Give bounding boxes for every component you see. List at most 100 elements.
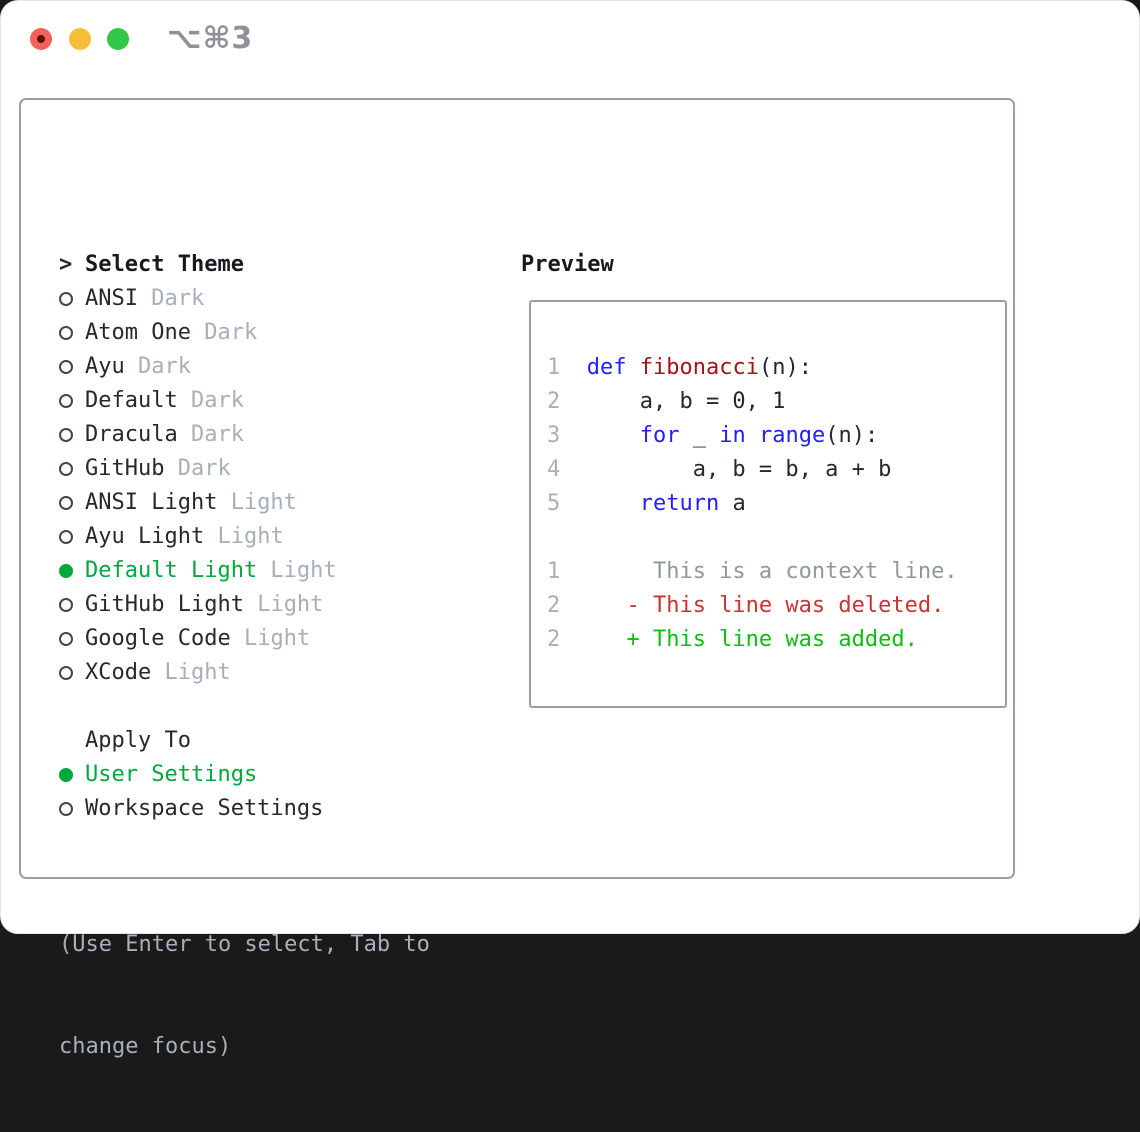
code-token: range (758, 423, 826, 448)
option-label: Ayu Light (85, 524, 205, 549)
theme-option-atom-one-dark[interactable]: Atom One Dark (59, 316, 430, 350)
prompt-caret: > (59, 252, 73, 277)
radio-icon (59, 666, 73, 680)
theme-variant-label: Light (217, 490, 297, 515)
radio-icon (59, 598, 73, 612)
prompt-cell: > (59, 248, 85, 282)
diff-line-context: 1 This is a context line. (547, 555, 1005, 589)
option-label: Ayu (85, 354, 125, 379)
radio-icon (59, 292, 73, 306)
theme-option-xcode-light[interactable]: XCode Light (59, 656, 430, 690)
theme-option-ansi-dark[interactable]: ANSI Dark (59, 282, 430, 316)
apply-option-user-settings[interactable]: User Settings (59, 758, 430, 792)
theme-variant-label: Dark (190, 320, 258, 345)
radio-icon (59, 326, 73, 340)
radio-icon (59, 632, 73, 646)
code-token: fibonacci (639, 355, 759, 380)
code-token (626, 355, 639, 380)
theme-list-header: > Select Theme (59, 248, 430, 282)
line-number: 5 (547, 491, 561, 516)
theme-variant-label: Light (204, 524, 284, 549)
option-label: Dracula (85, 422, 178, 447)
apply-to-title: Apply To (85, 728, 191, 753)
code-token: (n): (758, 355, 812, 380)
maximize-button[interactable] (107, 28, 129, 50)
close-button[interactable] (30, 28, 52, 50)
radio-icon (59, 428, 73, 442)
theme-option-ansi-light-light[interactable]: ANSI Light Light (59, 486, 430, 520)
radio-cell (59, 598, 85, 612)
radio-icon (59, 360, 73, 374)
radio-icon (59, 802, 73, 816)
theme-variant-label: Light (151, 660, 231, 685)
code-token: def (586, 355, 627, 380)
code-line: 5 return a (547, 487, 1005, 521)
hint-line-1: (Use Enter to select, Tab to (59, 932, 430, 957)
option-label: ANSI Light (85, 490, 218, 515)
theme-variant-label: Dark (177, 422, 244, 447)
option-label: Default (85, 388, 178, 413)
theme-option-dracula-dark[interactable]: Dracula Dark (59, 418, 430, 452)
radio-cell (59, 462, 85, 476)
diff-text: - This line was deleted. (586, 593, 945, 618)
theme-variant-label: Dark (137, 286, 205, 311)
radio-selected-icon (59, 768, 73, 782)
theme-variant-label: Light (243, 592, 324, 617)
radio-cell (59, 394, 85, 408)
option-label: Atom One (85, 320, 191, 345)
line-number: 2 (547, 627, 561, 652)
code-token (746, 423, 759, 448)
code-line: 4 a, b = b, a + b (547, 453, 1005, 487)
theme-option-github-dark[interactable]: GitHub Dark (59, 452, 430, 486)
option-label: Workspace Settings (85, 796, 324, 821)
radio-icon (59, 530, 73, 544)
spacer (59, 690, 430, 724)
radio-cell (59, 666, 85, 680)
theme-variant-label: Light (230, 626, 311, 651)
radio-icon (59, 496, 73, 510)
hint-line-2: change focus) (59, 1034, 232, 1059)
option-label: Default Light (85, 558, 258, 583)
apply-option-workspace-settings[interactable]: Workspace Settings (59, 792, 430, 826)
diff-text: + This line was added. (586, 627, 918, 652)
line-number: 1 (547, 559, 561, 584)
theme-option-default-light-light[interactable]: Default Light Light (59, 554, 430, 588)
theme-variant-label: Dark (177, 388, 244, 413)
theme-option-google-code-light[interactable]: Google Code Light (59, 622, 430, 656)
theme-variant-label: Light (257, 558, 337, 583)
option-label: XCode (85, 660, 152, 685)
spacer (59, 826, 430, 860)
code-token: a, b = b, a + b (586, 457, 892, 482)
option-label: ANSI (85, 286, 138, 311)
radio-cell (59, 428, 85, 442)
diff-preview: 1 This is a context line.2 - This line w… (547, 555, 1005, 657)
code-token (587, 423, 640, 448)
theme-option-default-dark[interactable]: Default Dark (59, 384, 430, 418)
code-token: for (639, 423, 680, 448)
option-label: Google Code (85, 626, 231, 651)
diff-text: This is a context line. (586, 559, 958, 584)
theme-option-ayu-dark[interactable]: Ayu Dark (59, 350, 430, 384)
theme-option-ayu-light-light[interactable]: Ayu Light Light (59, 520, 430, 554)
radio-cell (59, 292, 85, 306)
diff-line-deleted: 2 - This line was deleted. (547, 589, 1005, 623)
theme-variant-label: Dark (124, 354, 191, 379)
code-line: 2 a, b = 0, 1 (547, 385, 1005, 419)
option-label: GitHub (85, 456, 165, 481)
option-label: User Settings (85, 762, 258, 787)
radio-cell (59, 360, 85, 374)
line-number: 2 (547, 389, 561, 414)
radio-icon (59, 394, 73, 408)
radio-cell (59, 564, 85, 578)
theme-option-github-light-light[interactable]: GitHub Light Light (59, 588, 430, 622)
radio-cell (59, 530, 85, 544)
radio-cell (59, 326, 85, 340)
code-token (587, 491, 640, 516)
radio-selected-icon (59, 564, 73, 578)
code-token: return (639, 491, 720, 516)
minimize-button[interactable] (69, 28, 91, 50)
